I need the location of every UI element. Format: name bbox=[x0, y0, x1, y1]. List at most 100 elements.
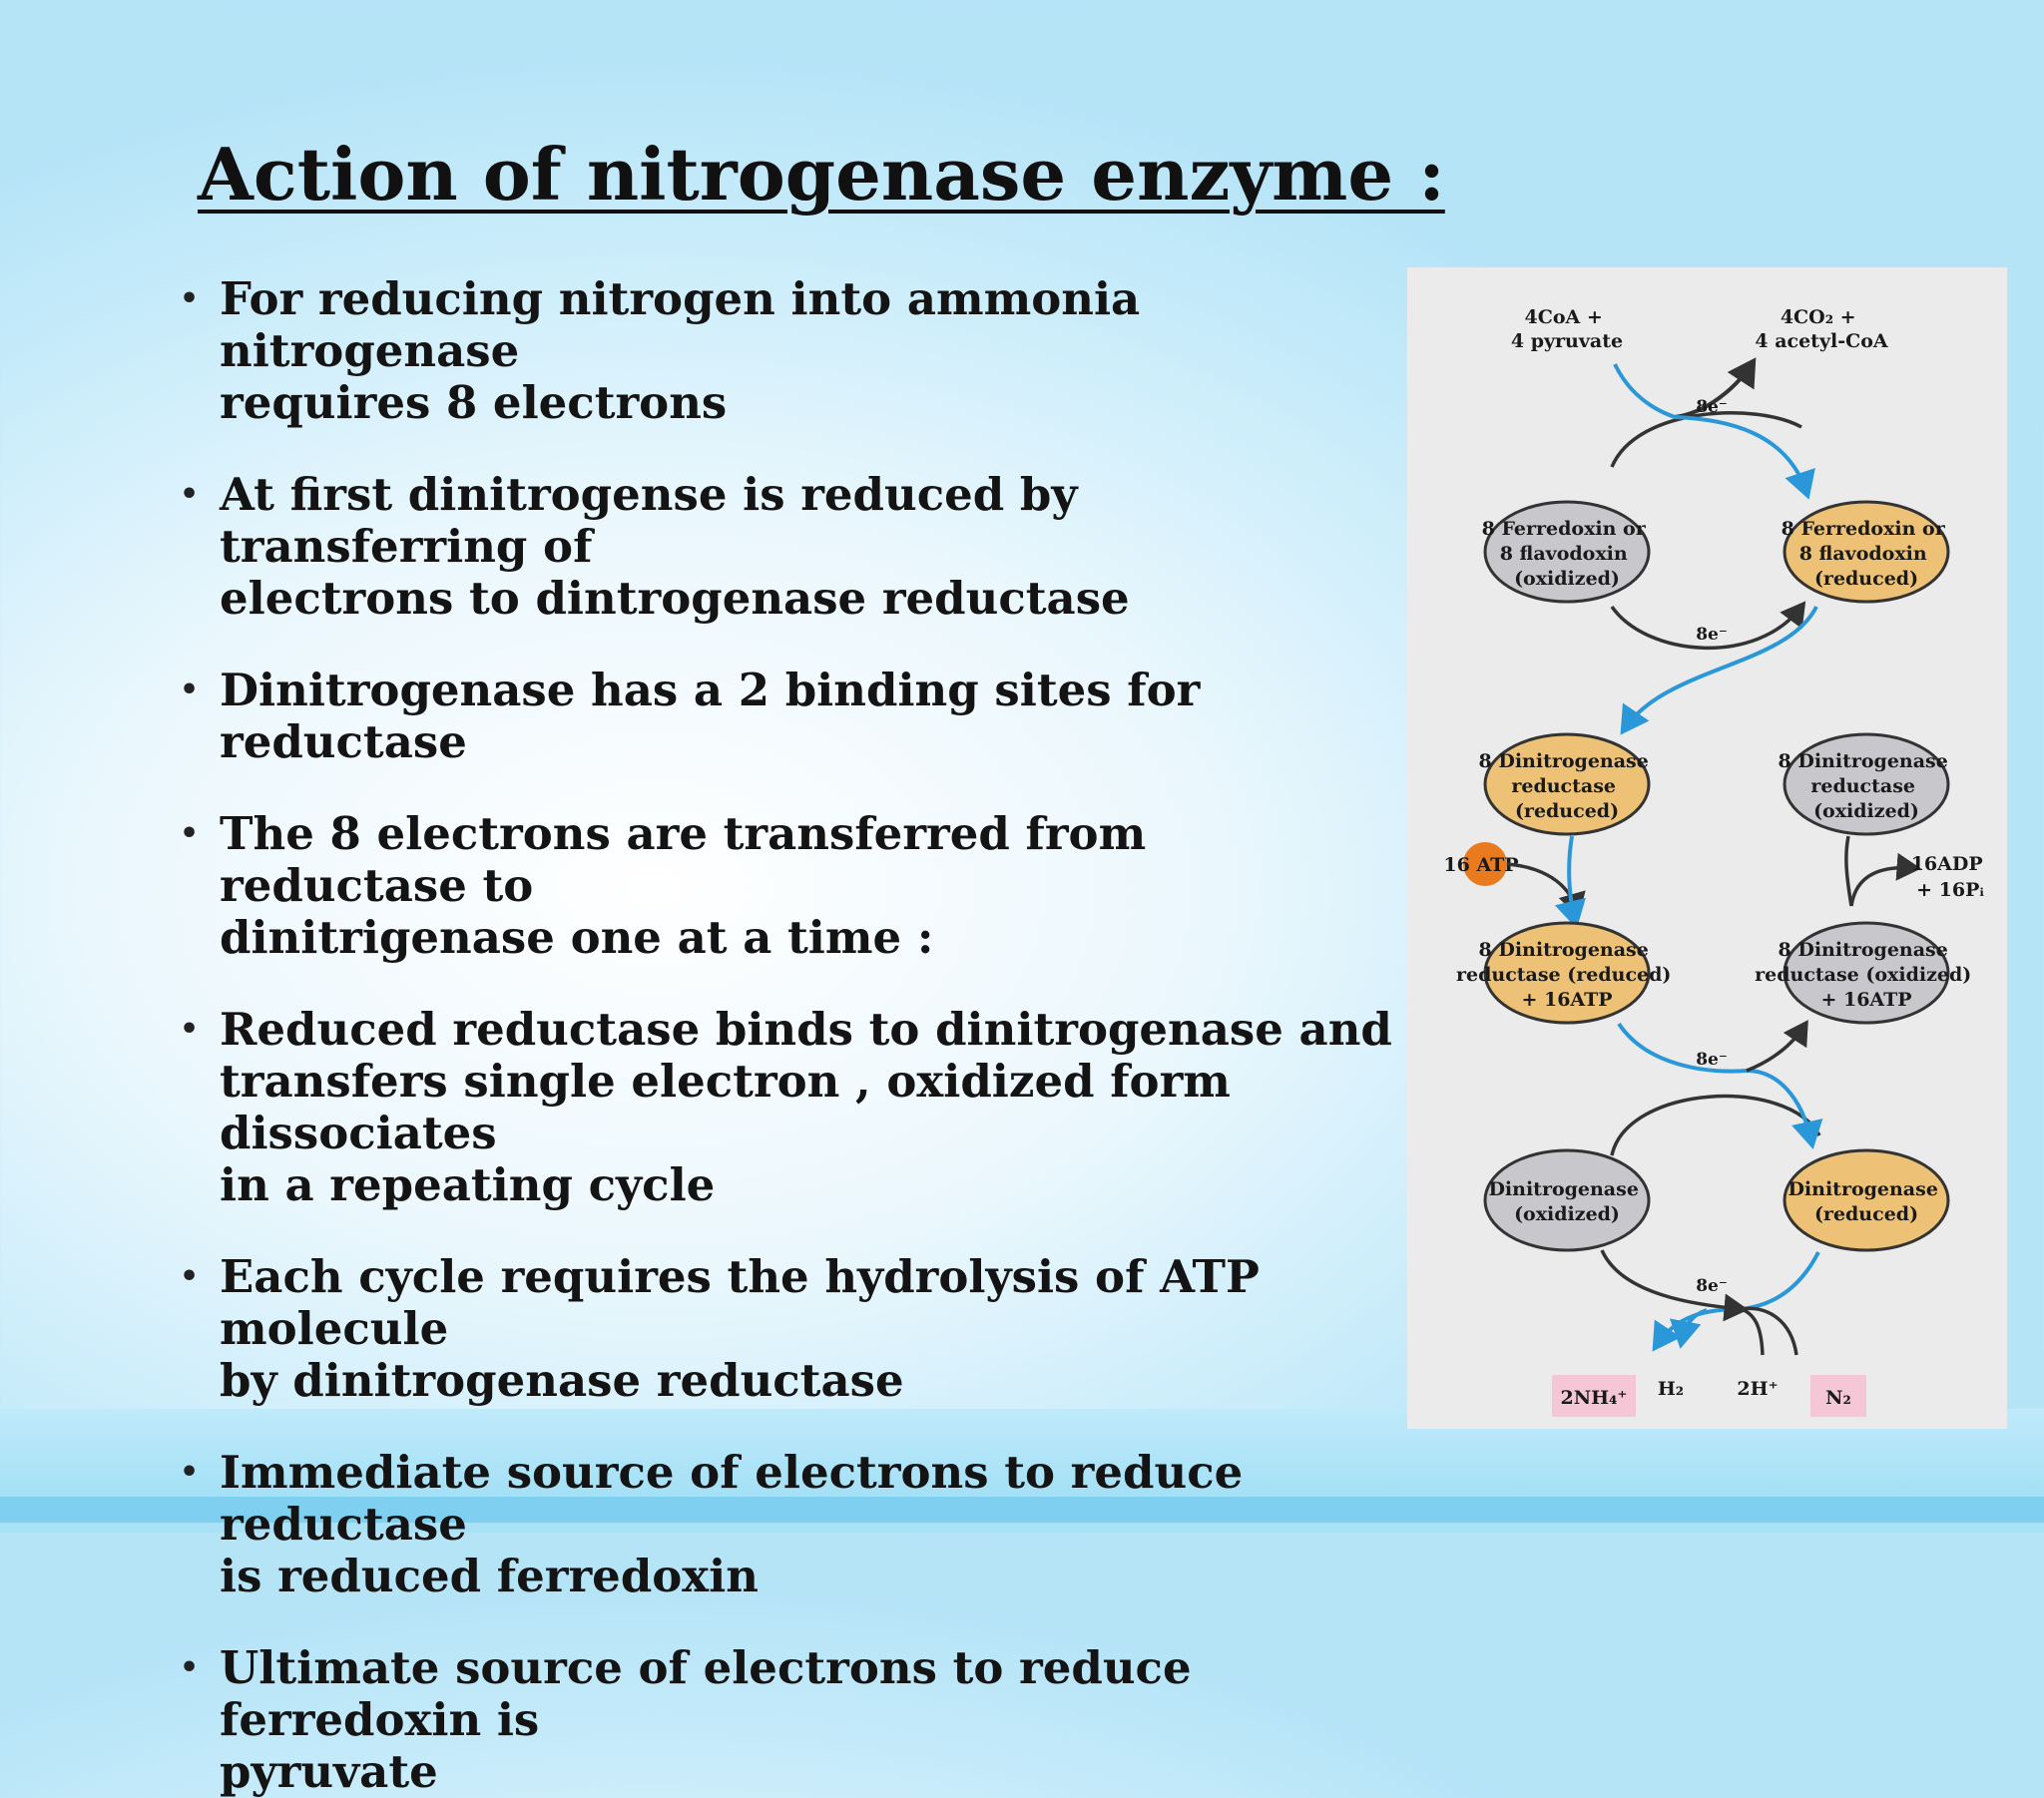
diagram-svg: 4CoA + 4 pyruvate 4CO₂ + 4 acetyl-CoA 8e… bbox=[1443, 306, 1990, 1417]
node-line: Dinitrogenase bbox=[1488, 1178, 1638, 1200]
node-line: (reduced) bbox=[1814, 1203, 1918, 1225]
node-reductase-oxidized-atp bbox=[1783, 921, 1950, 1025]
nitrogenase-cycle-diagram: 4CoA + 4 pyruvate 4CO₂ + 4 acetyl-CoA 8e… bbox=[1407, 267, 2007, 1429]
bullet-dot: • bbox=[180, 1012, 200, 1047]
node-ferredoxin-oxidized-label: 8 Ferredoxin or 8 flavodoxin (oxidized) bbox=[1482, 518, 1653, 590]
node-reductase-reduced-label: 8 Dinitrogenase reductase (reduced) bbox=[1479, 750, 1656, 822]
release-arrow bbox=[1844, 835, 1853, 907]
bullet-line: electrons to dintrogenase reductase bbox=[220, 572, 1130, 625]
bullet-item: • Each cycle requires the hydrolysis of … bbox=[180, 1251, 1397, 1407]
bullet-line: Ultimate source of electrons to reduce f… bbox=[220, 1641, 1192, 1746]
input-left-line-2: 4 pyruvate bbox=[1511, 330, 1623, 352]
node-line: + 16ATP bbox=[1820, 989, 1911, 1011]
bullet-dot: • bbox=[180, 281, 200, 316]
product-ammonia-label: 2NH₄⁺ bbox=[1561, 1387, 1628, 1409]
electron-flow-arrow bbox=[1554, 835, 1586, 929]
node-line: 8 flavodoxin bbox=[1500, 543, 1628, 565]
bullet-item: • At first dinitrogense is reduced by tr… bbox=[180, 469, 1397, 625]
adp-release-arrow bbox=[1849, 852, 1921, 907]
node-reductase-oxidized bbox=[1783, 732, 1950, 836]
electron-flow-arrow bbox=[1617, 1022, 1823, 1149]
reactant-nitrogen-label: N₂ bbox=[1825, 1387, 1851, 1409]
co2-output-arrow bbox=[1674, 357, 1757, 419]
electron-carrier-arc bbox=[1610, 1094, 1821, 1156]
node-line: 8 Dinitrogenase bbox=[1779, 939, 1948, 961]
node-line: (oxidized) bbox=[1514, 1203, 1620, 1225]
node-reductase-oxidized-atp-label: 8 Dinitrogenase reductase (oxidized) + 1… bbox=[1755, 939, 1978, 1011]
node-line: reductase (oxidized) bbox=[1755, 964, 1971, 986]
bullet-dot: • bbox=[180, 816, 200, 851]
bullet-line: by dinitrogenase reductase bbox=[220, 1354, 904, 1407]
bullet-item: • Dinitrogenase has a 2 binding sites fo… bbox=[180, 665, 1397, 768]
node-reductase-oxidized-label: 8 Dinitrogenase reductase (oxidized) bbox=[1779, 750, 1955, 822]
product-hydrogen-label: H₂ bbox=[1658, 1378, 1684, 1400]
electron-label: 8e⁻ bbox=[1696, 1050, 1728, 1070]
reductase-return-arrow bbox=[1746, 1020, 1808, 1073]
node-line: 8 Ferredoxin or bbox=[1482, 518, 1647, 540]
node-line: 8 Dinitrogenase bbox=[1479, 939, 1649, 961]
hydrogen-output-arrow bbox=[1669, 1308, 1708, 1349]
product-box-ammonia bbox=[1552, 1375, 1636, 1417]
electron-carrier-arc bbox=[1610, 411, 1802, 468]
node-line: reductase (reduced) bbox=[1456, 964, 1671, 986]
node-line: (oxidized) bbox=[1514, 568, 1620, 590]
node-ferredoxin-oxidized bbox=[1483, 500, 1651, 604]
node-line: (oxidized) bbox=[1813, 800, 1919, 822]
bullet-line: The 8 electrons are transferred from red… bbox=[220, 807, 1147, 912]
node-dinitrogenase-oxidized bbox=[1483, 1148, 1651, 1252]
reactant-proton-label: 2H⁺ bbox=[1737, 1378, 1778, 1400]
nitrogen-input-line bbox=[1741, 1306, 1798, 1356]
node-line: + 16ATP bbox=[1521, 989, 1612, 1011]
output-right-line-1: 4CO₂ + bbox=[1781, 306, 1856, 328]
bullet-line: Each cycle requires the hydrolysis of AT… bbox=[220, 1250, 1260, 1355]
bullet-line: is reduced ferredoxin bbox=[220, 1550, 759, 1602]
bullet-line: Reduced reductase binds to dinitrogenase… bbox=[220, 1003, 1392, 1056]
bullet-item: • Ultimate source of electrons to reduce… bbox=[180, 1642, 1397, 1798]
atp-label: 16 ATP bbox=[1443, 854, 1518, 876]
node-line: 8 flavodoxin bbox=[1799, 543, 1927, 565]
electron-label: 8e⁻ bbox=[1696, 1276, 1728, 1296]
bullet-dot: • bbox=[180, 1259, 200, 1294]
bullet-line: Dinitrogenase has a 2 binding sites for … bbox=[220, 664, 1201, 768]
node-reductase-reduced bbox=[1483, 732, 1651, 836]
bullet-line: transfers single electron , oxidized for… bbox=[220, 1055, 1231, 1159]
bullet-line: For reducing nitrogen into ammonia nitro… bbox=[220, 272, 1141, 377]
bullet-dot: • bbox=[180, 673, 200, 707]
electron-flow-arrow bbox=[1674, 415, 1815, 500]
adp-line-1: 16ADP bbox=[1911, 853, 1983, 875]
bullet-line: requires 8 electrons bbox=[220, 376, 728, 429]
electron-flow-arrow bbox=[1613, 363, 1676, 419]
slide-title: Action of nitrogenase enzyme : bbox=[198, 132, 1445, 217]
bullet-item: • For reducing nitrogen into ammonia nit… bbox=[180, 273, 1397, 429]
node-ferredoxin-reduced-label: 8 Ferredoxin or 8 flavodoxin (reduced) bbox=[1782, 518, 1952, 590]
bullet-line: in a repeating cycle bbox=[220, 1158, 716, 1211]
node-reductase-reduced-atp-label: 8 Dinitrogenase reductase (reduced) + 16… bbox=[1456, 939, 1678, 1011]
dinitrogenase-return-arrow bbox=[1600, 1249, 1749, 1322]
bullet-dot: • bbox=[180, 1650, 200, 1685]
reactant-box-nitrogen bbox=[1810, 1375, 1866, 1417]
node-line: reductase bbox=[1511, 775, 1616, 797]
input-left-line-1: 4CoA + bbox=[1525, 306, 1603, 328]
node-ferredoxin-reduced bbox=[1783, 500, 1950, 604]
output-right-label: 4CO₂ + 4 acetyl-CoA bbox=[1755, 306, 1888, 352]
node-line: (reduced) bbox=[1814, 568, 1918, 590]
electron-label: 8e⁻ bbox=[1696, 397, 1728, 417]
bullet-item: • Immediate source of electrons to reduc… bbox=[180, 1447, 1397, 1602]
node-reductase-reduced-atp bbox=[1483, 921, 1651, 1025]
node-line: reductase bbox=[1810, 775, 1915, 797]
electron-flow-arrow bbox=[1620, 606, 1818, 735]
node-dinitrogenase-reduced-label: Dinitrogenase (reduced) bbox=[1788, 1178, 1944, 1225]
footer-base bbox=[0, 1523, 2044, 1533]
node-line: Dinitrogenase bbox=[1788, 1178, 1937, 1200]
electron-flow-arrow bbox=[1741, 1251, 1820, 1311]
electron-label: 8e⁻ bbox=[1696, 625, 1728, 645]
atp-circle bbox=[1463, 842, 1507, 886]
adp-label: 16ADP + 16Pᵢ bbox=[1911, 853, 1990, 901]
node-dinitrogenase-oxidized-label: Dinitrogenase (oxidized) bbox=[1488, 1178, 1645, 1225]
proton-input-line bbox=[1741, 1307, 1765, 1356]
bullet-line: Immediate source of electrons to reduce … bbox=[220, 1446, 1244, 1551]
node-dinitrogenase-reduced bbox=[1783, 1148, 1950, 1252]
electron-carrier-arc bbox=[1610, 601, 1806, 650]
bullet-dot: • bbox=[180, 477, 200, 512]
node-line: 8 Ferredoxin or bbox=[1782, 518, 1946, 540]
